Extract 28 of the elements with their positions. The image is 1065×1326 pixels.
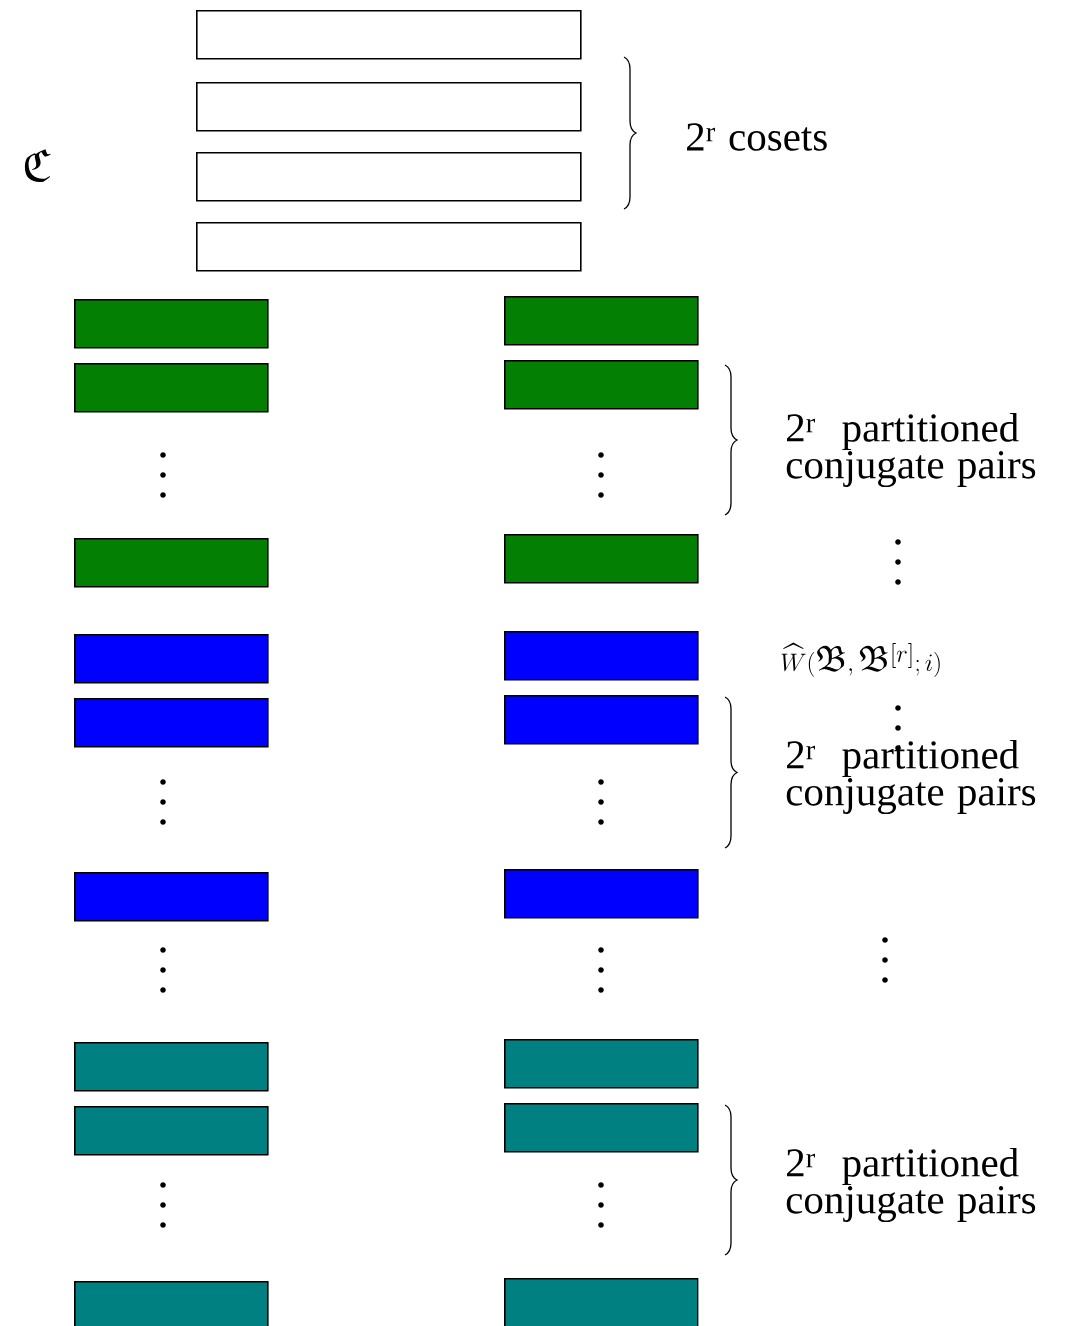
coset-bar	[74, 634, 269, 684]
coset-bar	[74, 698, 269, 748]
coset-bar	[74, 1042, 269, 1092]
coset-bar	[74, 538, 269, 588]
brace-label: 2$^{r}$ partitioned conjugate pairs	[786, 739, 1036, 815]
brace-label: 2$^{r}$ cosets	[687, 123, 827, 151]
coset-rectangle	[196, 222, 582, 272]
coset-bar	[504, 360, 699, 410]
coset-bar	[74, 1281, 269, 1326]
coset-bar	[504, 1278, 699, 1326]
brace-label: 2$^{r}$ partitioned conjugate pairs	[786, 1147, 1036, 1223]
coset-rectangle	[196, 152, 582, 202]
coset-bar	[74, 363, 269, 413]
coset-rectangle	[196, 82, 582, 132]
coset-bar	[504, 869, 699, 919]
coset-bar	[74, 1106, 269, 1156]
coset-bar	[504, 695, 699, 745]
coset-bar	[74, 299, 269, 349]
coset-bar	[74, 872, 269, 922]
formula: $\widehat{W}(\mathfrak{B},\mathfrak{B}^{[r]};i)$	[781, 642, 940, 677]
coset-bar	[504, 534, 699, 584]
brace-label: 2$^{r}$ partitioned conjugate pairs	[786, 412, 1036, 488]
coset-bar	[504, 1039, 699, 1089]
coset-bar	[504, 296, 699, 346]
coset-rectangle	[196, 10, 582, 60]
coset-bar	[504, 1103, 699, 1153]
math-symbol: $\mathfrak{C}$	[24, 149, 51, 182]
coset-bar	[504, 631, 699, 681]
